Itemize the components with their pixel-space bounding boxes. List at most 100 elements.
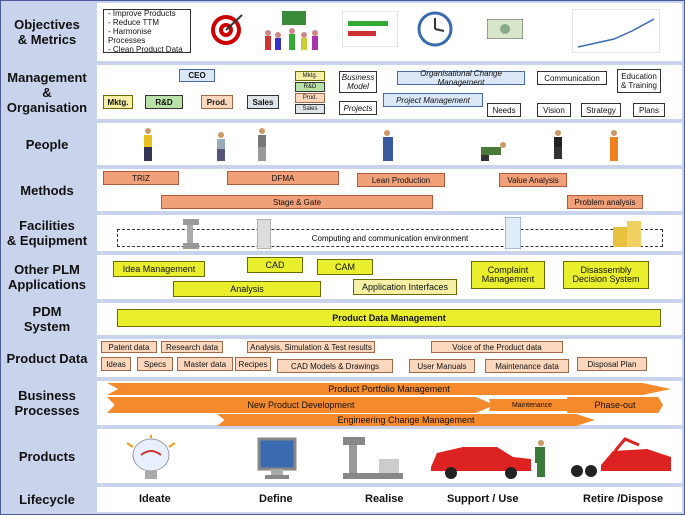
row-label-business: Business Processes [14,388,80,418]
row-pdm: PDM System Product Data Management [1,301,684,339]
cam-box: CAM [317,259,373,275]
ocm-box: Organisational Change Management [397,69,525,87]
lifecycle-support: Support / Use [447,493,519,505]
row-business: Business Processes Product Portfolio Man… [1,379,684,429]
voice-of-product-box: Voice of the Product data [431,341,563,353]
row-facilities: Facilities & Equipment Computing and com… [1,213,684,255]
person-icon [144,128,152,161]
lifecycle-retire: Retire /Dispose [583,493,664,505]
computing-environment: Computing and communication environment [117,229,663,247]
user-manuals-box: User Manuals [409,359,475,373]
ideas-box: Ideas [101,357,131,371]
education-box: Education & Training [617,69,661,93]
communication-box: Communication [537,71,607,85]
stack-rnd: R&D [295,82,325,92]
ppm-arrow: Product Portfolio Management [107,383,671,395]
npd-arrow: New Product Development [107,397,495,413]
bar-chart-icon [342,11,398,47]
business-model-box: Business Model [339,71,377,93]
value-analysis-box: Value Analysis [499,173,567,187]
server-icon [257,219,271,249]
stack-sales: Sales [295,104,325,114]
person-icon [217,132,225,161]
row-management: Management & Organisation CEO Mktg. R&D … [1,63,684,123]
triz-box: TRIZ [103,171,179,185]
warehouse-icon [613,221,641,247]
row-label-pdm: PDM System [23,304,71,334]
person-icon [481,142,506,161]
pdm-box: Product Data Management [117,309,661,327]
idea-bulb-icon [126,435,176,479]
stage-gate-box: Stage & Gate [161,195,433,209]
clock-icon [417,11,453,47]
stack-prod: Prod. [295,93,325,103]
person-icon [610,130,618,161]
row-label-people: People [25,136,69,152]
objectives-list: - Improve Products - Reduce TTM - Harmon… [103,9,191,54]
row-label-methods: Methods [20,182,74,198]
master-data-box: Master data [177,357,233,371]
row-lifecycle: Lifecycle Ideate Define Realise Support … [1,485,684,514]
lifecycle-ideate: Ideate [139,493,171,505]
person-icon [258,128,266,161]
row-products: Products [1,427,684,487]
specs-box: Specs [137,357,173,371]
org-ceo: CEO [179,69,215,82]
analysis-results-box: Analysis, Simulation & Test results [247,341,375,353]
person-icon [554,130,562,159]
project-management-box: Project Management [383,93,483,107]
person-icon [383,130,393,161]
maintenance-arrow: Maintenance [489,399,575,411]
vision-box: Vision [537,103,571,117]
row-product-data: Product Data Patent data Research data A… [1,337,684,381]
research-data-box: Research data [161,341,223,353]
cad-box: CAD [247,257,303,273]
cad-models-box: CAD Models & Drawings [277,359,393,373]
recipes-box: Recipes [235,357,271,371]
maintenance-data-box: Maintenance data [485,359,569,373]
idea-management-box: Idea Management [113,261,205,277]
machine-icon [343,437,403,479]
row-label-facilities: Facilities & Equipment [6,218,88,248]
row-people: People [1,121,684,169]
lifecycle-realise: Realise [365,493,404,505]
org-rnd: R&D [145,95,183,109]
row-methods: Methods TRIZ DFMA Lean Production Value … [1,167,684,215]
monitor-icon [257,437,297,479]
row-label-management: Management & Organisation [6,69,88,115]
presentation-icon [265,11,318,50]
server-icon [505,217,521,249]
row-label-product-data: Product Data [6,350,88,366]
org-prod: Prod. [201,95,233,109]
row-plm: Other PLM Applications Idea Management C… [1,253,684,303]
scrap-car-icon [571,437,671,477]
line-chart-icon [572,9,660,53]
row-label-objectives: Objectives & Metrics [14,17,80,47]
problem-analysis-box: Problem analysis [567,195,643,209]
money-icon [487,19,523,39]
application-interfaces-box: Application Interfaces [353,279,457,295]
plans-box: Plans [633,103,665,117]
lifecycle-define: Define [259,493,293,505]
needs-box: Needs [487,103,521,117]
row-label-products: Products [18,448,76,464]
patent-data-box: Patent data [101,341,157,353]
row-label-plm: Other PLM Applications [7,262,86,292]
analysis-box: Analysis [173,281,321,297]
stack-mktg: Mktg. [295,71,325,81]
machine-icon [183,219,199,249]
row-objectives: Objectives & Metrics - Improve Products … [1,1,684,65]
org-mktg: Mktg. [103,95,133,109]
car-repair-icon [431,440,545,479]
phaseout-arrow: Phase-out [567,397,663,413]
ecm-arrow: Engineering Change Management [217,414,595,426]
projects-box: Projects [339,101,377,115]
complaint-management-box: Complaint Management [471,261,545,289]
org-sales: Sales [247,95,279,109]
target-icon [211,14,243,45]
strategy-box: Strategy [581,103,621,117]
disposal-plan-box: Disposal Plan [577,357,647,371]
row-label-lifecycle: Lifecycle [19,492,75,507]
lean-production-box: Lean Production [357,173,445,187]
